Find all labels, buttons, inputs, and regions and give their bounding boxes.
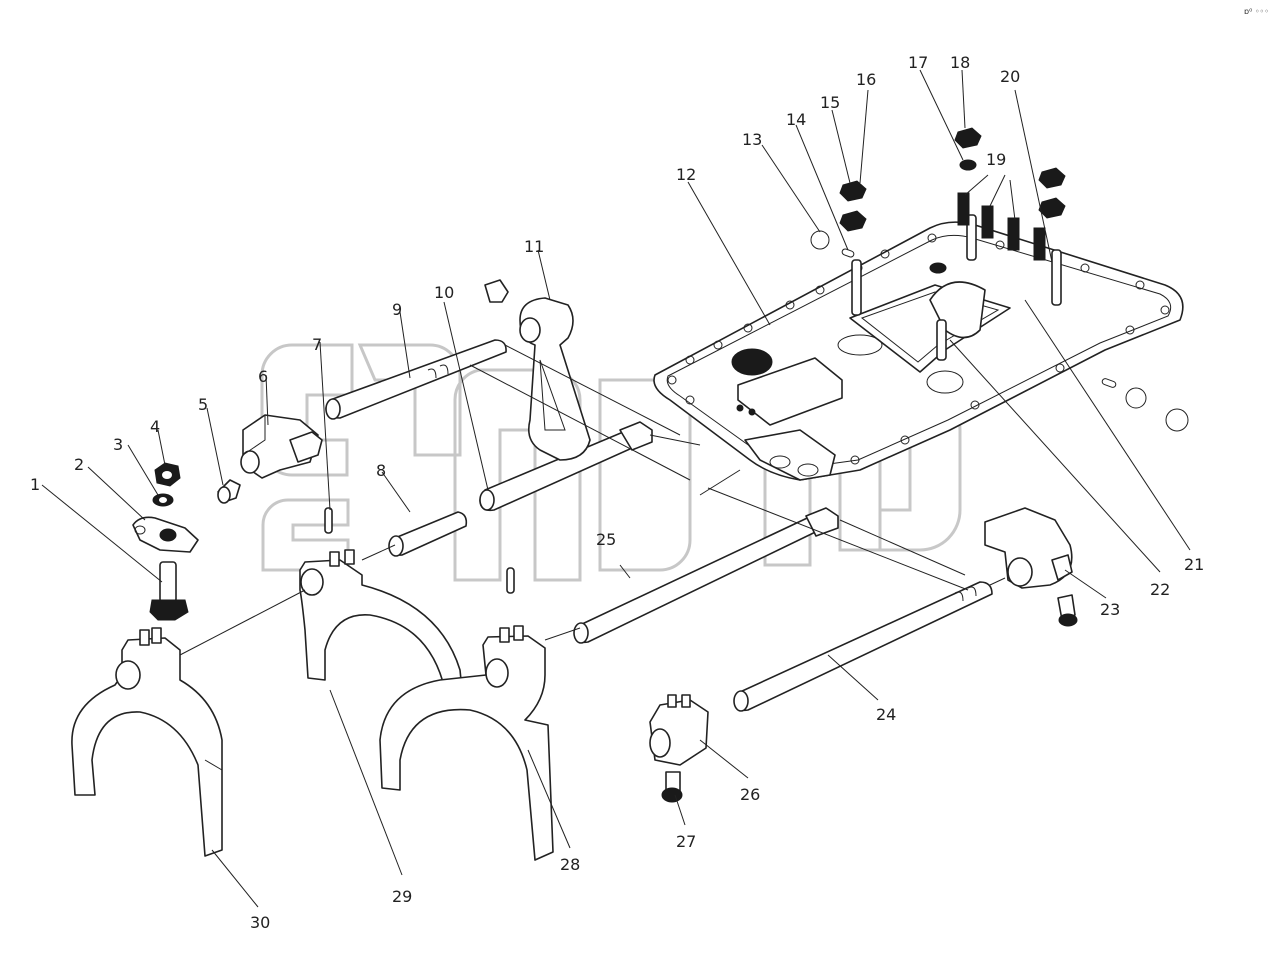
label-16: 16 bbox=[856, 70, 876, 89]
washer-3 bbox=[152, 493, 174, 507]
shaft-25 bbox=[573, 507, 839, 644]
cover-plate bbox=[653, 221, 1184, 481]
leader-lines bbox=[41, 69, 1191, 908]
bracket-2 bbox=[132, 516, 199, 553]
label-26: 26 bbox=[740, 785, 760, 804]
callout-labels: 1 2 3 4 5 6 7 8 9 10 11 12 13 14 15 16 1… bbox=[30, 53, 1204, 932]
fork-28 bbox=[379, 625, 554, 861]
shaft-10 bbox=[479, 421, 653, 512]
label-13: 13 bbox=[742, 130, 762, 149]
studs bbox=[851, 214, 1062, 361]
label-8: 8 bbox=[376, 461, 386, 480]
label-6: 6 bbox=[258, 367, 268, 386]
label-2: 2 bbox=[74, 455, 84, 474]
label-25: 25 bbox=[596, 530, 616, 549]
nuts-washers bbox=[810, 127, 1189, 432]
label-7: 7 bbox=[312, 335, 322, 354]
label-10: 10 bbox=[434, 283, 454, 302]
shaft-9 bbox=[325, 339, 507, 420]
label-15: 15 bbox=[820, 93, 840, 112]
shaft-8 bbox=[388, 511, 468, 557]
label-9: 9 bbox=[392, 300, 402, 319]
label-22: 22 bbox=[1150, 580, 1170, 599]
fork-29 bbox=[299, 549, 463, 691]
label-20: 20 bbox=[1000, 67, 1020, 86]
nut-4 bbox=[154, 462, 181, 487]
label-27: 27 bbox=[676, 832, 696, 851]
screw-23 bbox=[1057, 594, 1078, 627]
label-17: 17 bbox=[908, 53, 928, 72]
lever-11 bbox=[484, 279, 591, 461]
block-26 bbox=[649, 694, 709, 766]
fork-30 bbox=[71, 627, 223, 857]
corner-mark: ɒ⁰ ◦◦◦ bbox=[1244, 7, 1268, 16]
plug-5 bbox=[217, 479, 241, 504]
label-21: 21 bbox=[1184, 555, 1204, 574]
label-12: 12 bbox=[676, 165, 696, 184]
label-24: 24 bbox=[876, 705, 896, 724]
label-19: 19 bbox=[986, 150, 1006, 169]
label-11: 11 bbox=[524, 237, 544, 256]
label-30: 30 bbox=[250, 913, 270, 932]
label-4: 4 bbox=[150, 417, 160, 436]
label-29: 29 bbox=[392, 887, 412, 906]
label-18: 18 bbox=[950, 53, 970, 72]
screw-27 bbox=[661, 771, 683, 803]
shaft-24 bbox=[733, 581, 993, 712]
label-14: 14 bbox=[786, 110, 806, 129]
label-1: 1 bbox=[30, 475, 40, 494]
label-23: 23 bbox=[1100, 600, 1120, 619]
bolt-1 bbox=[149, 561, 189, 621]
pins-7 bbox=[324, 507, 515, 594]
bolts-19 bbox=[957, 192, 1046, 261]
bracket-6 bbox=[240, 414, 323, 479]
label-3: 3 bbox=[113, 435, 123, 454]
bracket-23 bbox=[984, 507, 1073, 589]
label-5: 5 bbox=[198, 395, 208, 414]
label-28: 28 bbox=[560, 855, 580, 874]
